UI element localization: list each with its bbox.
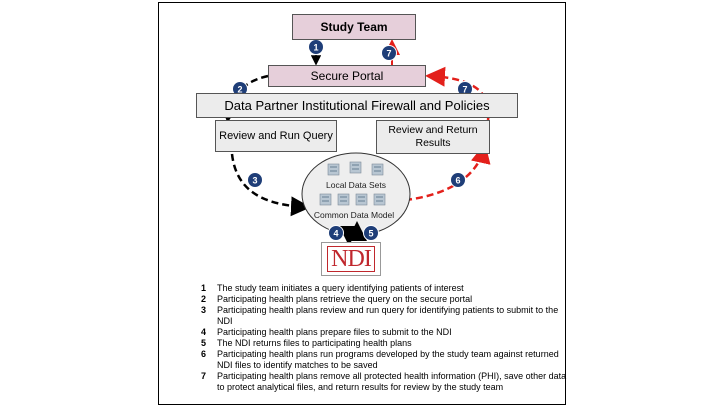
step-badge: 7 [381,45,397,61]
common-data-model-label: Common Data Model [313,210,395,220]
step-legend: 1 The study team initiates a query identi… [201,283,571,393]
step-text: Participating health plans run programs … [217,349,559,370]
step-badge: 4 [328,225,344,241]
svg-text:3: 3 [252,176,257,186]
svg-text:5: 5 [368,229,373,239]
step-text: Participating health plans retrieve the … [217,294,473,304]
review-return-results-label: Review and Return Results [388,124,478,149]
ndi-logo: NDI [321,242,381,276]
ndi-logo-text: NDI [327,246,375,272]
secure-portal-box: Secure Portal [268,65,426,87]
black-dashed-arrow-to-data [230,153,311,217]
step-badge: 3 [247,172,263,188]
step-item: 6 Participating health plans run programs… [201,349,571,371]
red-dashed-arrow-to-return [404,143,491,202]
database-icon [371,163,384,176]
firewall-label: Data Partner Institutional Firewall and … [224,98,490,113]
step-item: 1 The study team initiates a query identi… [201,283,571,294]
firewall-box: Data Partner Institutional Firewall and … [196,93,518,118]
svg-text:7: 7 [386,49,391,59]
svg-text:7: 7 [462,85,467,95]
step-badge: 1 [308,39,324,55]
svg-text:2: 2 [237,85,242,95]
database-icon [373,193,386,206]
svg-text:6: 6 [455,176,460,186]
step-badge: 2 [232,81,248,97]
database-icon [319,193,332,206]
step-number: 7 [201,371,207,381]
step-text: The study team initiates a query identif… [217,283,464,293]
step-number: 3 [201,305,207,315]
step-number: 2 [201,294,207,304]
study-team-box: Study Team [292,14,416,40]
step-text: Participating health plans remove all pr… [217,371,567,392]
step-item: 7 Participating health plans remove all p… [201,371,571,393]
svg-text:4: 4 [333,229,338,239]
step-number: 1 [201,283,207,293]
step-badge: 6 [450,172,466,188]
step-item: 2 Participating health plans retrieve the… [201,294,571,305]
step-item: 5 The NDI returns files to participating … [201,338,571,349]
step-number: 4 [201,327,207,337]
review-return-results-box: Review and Return Results [376,120,490,154]
review-run-query-box: Review and Run Query [215,120,337,152]
database-icon [327,163,340,176]
database-icon [355,193,368,206]
svg-text:1: 1 [313,43,318,53]
step-item: 4 Participating health plans prepare file… [201,327,571,338]
local-data-sets-label: Local Data Sets [326,180,387,190]
secure-portal-label: Secure Portal [310,69,384,83]
step-text: Participating health plans prepare files… [217,327,452,337]
step-item: 3 Participating health plans review and r… [201,305,571,327]
step-number: 5 [201,338,207,348]
database-icon [337,193,350,206]
step-badge: 5 [363,225,379,241]
review-run-query-label: Review and Run Query [219,130,333,142]
study-team-label: Study Team [320,20,388,34]
step-number: 6 [201,349,207,359]
red-dashed-arrow-to-portal [425,66,490,121]
database-icon [349,161,362,174]
step-text: The NDI returns files to participating h… [217,338,412,348]
step-text: Participating health plans review and ru… [217,305,559,326]
